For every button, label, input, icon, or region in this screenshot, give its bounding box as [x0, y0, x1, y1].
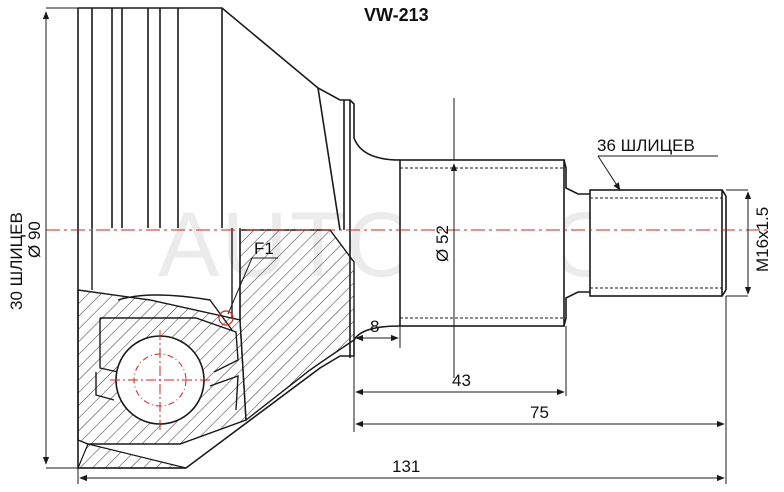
ball [110, 330, 210, 430]
label-30-splines: 30 ШЛИЦЕВ [7, 212, 26, 310]
label-f1: F1 [254, 239, 274, 258]
dim-43: 43 [452, 371, 471, 390]
stub-shaft [399, 159, 727, 327]
label-36-splines: 36 ШЛИЦЕВ [597, 136, 695, 155]
dim-131: 131 [392, 457, 420, 476]
label-dia-90: Ø 90 [25, 221, 44, 258]
dimensions [42, 7, 752, 484]
label-dia-52: Ø 52 [433, 225, 452, 262]
inner-race [91, 228, 241, 411]
dim-8: 8 [370, 317, 379, 336]
dim-75: 75 [530, 403, 549, 422]
drawing-title: VW-213 [364, 5, 429, 25]
label-thread: M16x1.5 [753, 207, 772, 272]
